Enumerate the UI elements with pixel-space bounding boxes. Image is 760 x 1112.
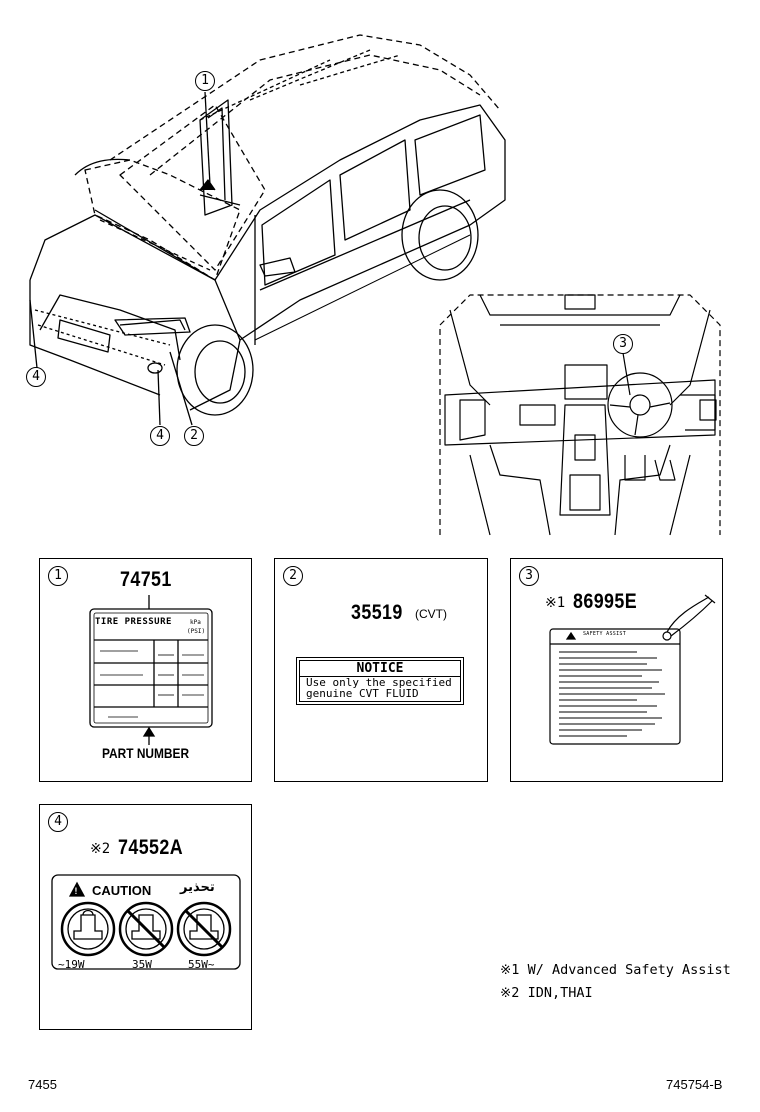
panel-number: 4 <box>48 812 68 832</box>
part-number: 35519 <box>351 601 403 624</box>
part-number-caption: PART NUMBER <box>102 745 190 761</box>
notice-line-2: genuine CVT FLUID <box>306 687 419 700</box>
caution-title: CAUTION <box>92 883 152 898</box>
panel-2-cvt-notice: 2 35519 (CVT) NOTICE Use only the specif… <box>274 558 488 782</box>
label-unit-psi: (PSI) <box>187 628 206 635</box>
note-mark: ※1 <box>500 962 520 978</box>
panel-number: 3 <box>519 566 539 586</box>
note-text: W/ Advanced Safety Assist <box>527 962 731 978</box>
footer-figure-code: 745754-B <box>666 1077 723 1092</box>
callout-1: 1 <box>195 71 215 91</box>
notice-line-1: Use only the specified <box>306 676 452 689</box>
note-text: IDN,THAI <box>527 985 593 1001</box>
panel-1-tire-pressure: 1 74751 TIRE PRESSURE kPa (PSI) PA <box>39 558 252 782</box>
note-1: ※1 W/ Advanced Safety Assist <box>500 962 731 978</box>
part-number: 86995E <box>573 590 638 613</box>
callout-4: 4 <box>150 426 170 446</box>
panel-number: 2 <box>283 566 303 586</box>
caution-arabic: تحذير <box>180 880 215 895</box>
watt-label-1: ~19W <box>58 958 85 971</box>
watt-label-3: 55W~ <box>188 958 215 971</box>
callout-4-left: 4 <box>26 367 46 387</box>
vehicle-interior-illustration <box>439 294 721 536</box>
tag-title: SAFETY ASSIST <box>583 631 627 637</box>
note-mark: ※2 <box>500 985 520 1001</box>
notice-title: NOTICE <box>300 661 460 677</box>
panel-3-safety-assist: 3 ※1 86995E SAFETY ASSIST <box>510 558 723 782</box>
tire-pressure-label <box>89 595 213 745</box>
part-prefix: ※2 <box>90 841 111 857</box>
part-number: 74751 <box>120 568 172 591</box>
vehicle-exterior-illustration <box>29 34 506 426</box>
safety-assist-tag <box>549 594 716 745</box>
part-suffix: (CVT) <box>415 607 447 621</box>
caution-bulb-label: ! <box>51 874 241 970</box>
callout-2: 2 <box>184 426 204 446</box>
panel-4-bulb-caution: 4 ※2 74552A ! <box>39 804 252 1030</box>
part-prefix: ※1 <box>545 595 566 611</box>
notice-label: NOTICE Use only the specified genuine CV… <box>296 657 464 705</box>
part-number: 74552A <box>118 836 184 859</box>
watt-label-2: 35W <box>132 958 152 971</box>
label-unit-kpa: kPa <box>190 619 201 626</box>
label-title: TIRE PRESSURE <box>95 617 172 627</box>
note-2: ※2 IDN,THAI <box>500 985 593 1001</box>
callout-3: 3 <box>613 334 633 354</box>
svg-text:!: ! <box>73 887 78 897</box>
footer-section-code: 7455 <box>28 1077 57 1092</box>
panel-number: 1 <box>48 566 68 586</box>
